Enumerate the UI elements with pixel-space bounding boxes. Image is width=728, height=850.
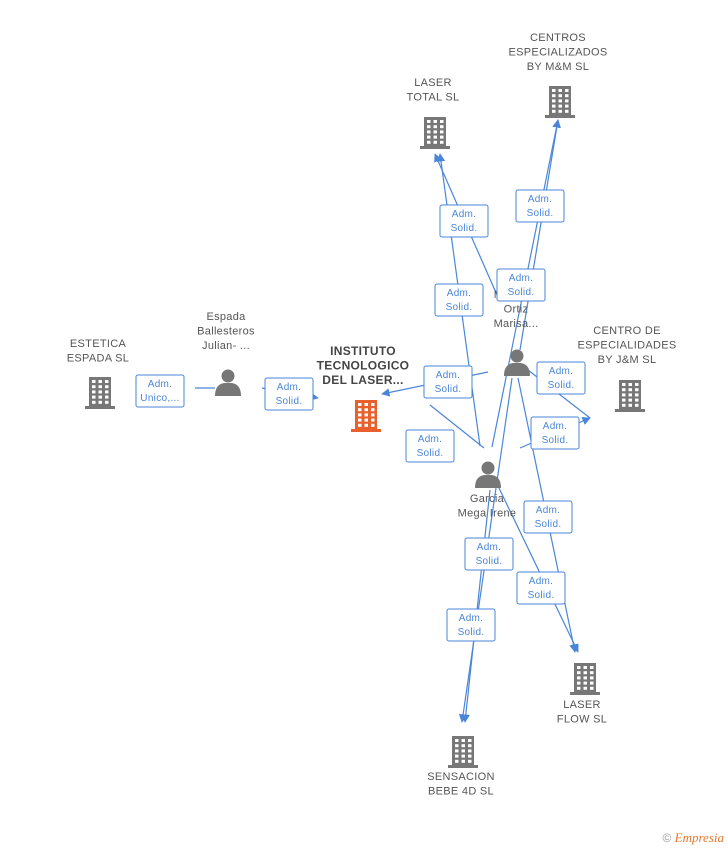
relation-label-martinez-laser_total[interactable]: Adm. Solid. [439, 204, 489, 238]
node-label: SENSACION [427, 771, 495, 783]
relation-label-text: Solid. [458, 627, 485, 638]
relation-edge-martinez-centros_esp [519, 119, 561, 351]
relation-label-text: Adm. [529, 576, 554, 587]
node-laser_flow[interactable]: LASER FLOW SL [557, 663, 607, 726]
relation-label-text: Solid. [435, 384, 462, 395]
relation-label-text: Adm. [452, 209, 477, 220]
building-icon[interactable] [448, 736, 478, 768]
relation-label-text: Solid. [528, 590, 555, 601]
relation-label-text: Adm. [436, 370, 461, 381]
relation-label-text: Adm. [528, 194, 553, 205]
relation-label-text: Solid. [446, 302, 473, 313]
building-icon[interactable] [545, 86, 575, 118]
node-label: Ballesteros [197, 326, 255, 338]
node-centro_esp_jm[interactable]: CENTRO DE ESPECIALIDADES BY J&M SL [578, 325, 677, 412]
relation-label-martinez-instituto[interactable]: Adm. Solid. [423, 365, 473, 399]
relation-label-text: Adm. [447, 288, 472, 299]
relation-label-text: Solid. [535, 519, 562, 530]
relation-label-text: Adm. [148, 379, 173, 390]
footer-brand: © Empresia [662, 830, 724, 846]
brand-logo[interactable]: Empresia [674, 830, 724, 845]
person-icon[interactable] [504, 349, 530, 377]
node-label: BEBE 4D SL [428, 786, 494, 798]
relation-label-text: Adm. [277, 382, 302, 393]
relation-label-garcia-centro_esp_jm[interactable]: Adm. Solid. [530, 416, 580, 450]
node-label: LASER [563, 699, 601, 711]
building-icon[interactable] [615, 380, 645, 412]
node-label: BY M&M SL [527, 61, 589, 73]
building-icon[interactable] [570, 663, 600, 695]
relation-label-text: Solid. [542, 435, 569, 446]
node-label: TOTAL SL [407, 92, 460, 104]
relation-edge-garcia-sensacion [461, 489, 491, 723]
node-label: LASER [414, 77, 452, 89]
main-building-icon[interactable] [351, 400, 381, 432]
node-label: ESTETICA [70, 338, 127, 350]
relation-edge-garcia-instituto [429, 404, 485, 449]
relation-label-text: Solid. [527, 208, 554, 219]
relation-label-text: Adm. [536, 505, 561, 516]
node-label: ESPECIALIZADOS [509, 47, 608, 59]
relation-label-martinez-centros_esp[interactable]: Adm. Solid. [515, 189, 565, 223]
relation-label-text: Adm. [418, 434, 443, 445]
relation-label-martinez-centro_esp_jm[interactable]: Adm. Solid. [536, 361, 586, 395]
relation-label-text: Solid. [548, 380, 575, 391]
person-icon[interactable] [215, 369, 241, 397]
relation-label-garcia-instituto[interactable]: Adm. Solid. [405, 429, 455, 463]
node-label: ESPADA SL [67, 353, 129, 365]
node-label: Ortiz [504, 304, 529, 316]
node-label: Garcia [470, 493, 505, 505]
relation-label-text: Solid. [276, 396, 303, 407]
node-label: FLOW SL [557, 714, 607, 726]
relation-label-text: Adm. [459, 613, 484, 624]
node-label: ESPECIALIDADES [578, 340, 677, 352]
building-icon[interactable] [85, 377, 115, 409]
node-label: Espada [206, 311, 246, 323]
relation-label-espada-estetica[interactable]: Adm. Unico,... [135, 374, 185, 408]
node-label: CENTRO DE [593, 325, 660, 337]
relation-label-text: Solid. [417, 448, 444, 459]
relation-label-text: Adm. [543, 421, 568, 432]
relation-label-text: Adm. [477, 542, 502, 553]
node-label: INSTITUTO [330, 344, 396, 358]
relation-label-garcia-centros_esp[interactable]: Adm. Solid. [496, 268, 546, 302]
relation-label-text: Adm. [549, 366, 574, 377]
person-icon[interactable] [475, 461, 501, 489]
node-label: CENTROS [530, 32, 586, 44]
node-label: DEL LASER... [322, 373, 403, 387]
relation-label-text: Solid. [451, 223, 478, 234]
node-estetica[interactable]: ESTETICA ESPADA SL [67, 338, 129, 409]
node-martinez[interactable]: MartinezOrtizMarisa... [494, 289, 539, 376]
relation-label-garcia-laser_flow[interactable]: Adm. Solid. [516, 571, 566, 605]
relation-label-text: Solid. [476, 556, 503, 567]
node-laser_total[interactable]: LASER TOTAL SL [407, 77, 460, 149]
node-label: Mega Irene [458, 508, 517, 520]
node-label: TECNOLOGICO [317, 359, 410, 373]
building-icon[interactable] [420, 117, 450, 149]
relation-label-text: Unico,... [140, 393, 179, 404]
relation-edge-garcia-laser_flow [498, 487, 579, 653]
copyright-icon: © [662, 831, 672, 845]
relation-label-text: Solid. [508, 287, 535, 298]
relation-label-garcia-sensacion[interactable]: Adm. Solid. [446, 608, 496, 642]
node-sensacion[interactable]: SENSACION BEBE 4D SL [427, 736, 495, 798]
node-espada[interactable]: EspadaBallesterosJulian- ... [197, 311, 255, 396]
relation-label-text: Adm. [509, 273, 534, 284]
node-centros_esp[interactable]: CENTROS ESPECIALIZADOS BY M&M SL [509, 32, 608, 118]
relation-label-martinez-laser_flow[interactable]: Adm. Solid. [523, 500, 573, 534]
relation-label-garcia-laser_total[interactable]: Adm. Solid. [434, 283, 484, 317]
node-label: BY J&M SL [598, 354, 657, 366]
node-label: Marisa... [494, 318, 539, 330]
relation-label-martinez-sensacion[interactable]: Adm. Solid. [464, 537, 514, 571]
node-label: Julian- ... [202, 340, 250, 352]
relation-label-espada-instituto[interactable]: Adm. Solid. [264, 377, 314, 411]
